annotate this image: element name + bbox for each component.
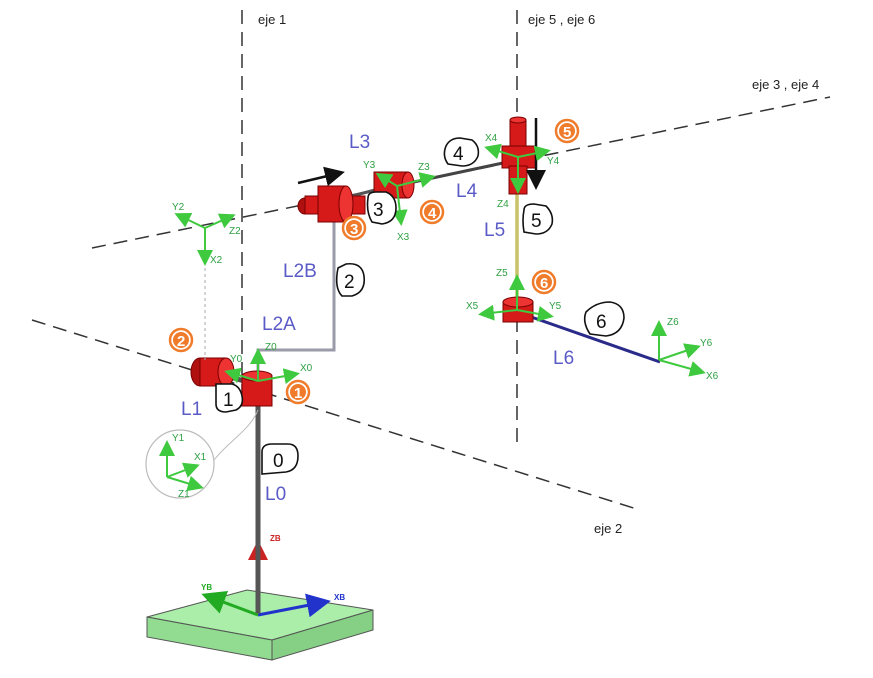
- frame-2: [174, 212, 236, 266]
- frame-4: [484, 143, 551, 194]
- frame-4-y-label: Y4: [547, 156, 560, 167]
- joint-number-5: 5: [563, 124, 571, 141]
- link-label-L0: L0: [265, 484, 286, 505]
- link-number-bubble-5: 5: [522, 203, 554, 235]
- joint-number-badge-2: 2: [168, 327, 194, 353]
- link-label-L3: L3: [349, 132, 370, 153]
- frame-6-z-label: Z6: [667, 317, 679, 328]
- link-number-bubble-2: 2: [335, 262, 366, 297]
- frame-4-x-label: X4: [485, 133, 498, 144]
- rotation-arrow-joint3: [297, 166, 345, 187]
- joint-number-6: 6: [540, 275, 548, 292]
- base-x-label: XB: [334, 593, 345, 602]
- link-label-L6: L6: [553, 348, 574, 369]
- joint-number-4: 4: [428, 205, 437, 222]
- link-label-L5: L5: [484, 220, 505, 241]
- frame-3-y-label: Y3: [363, 160, 376, 171]
- axis-label-eje34: eje 3 , eje 4: [752, 77, 819, 92]
- link-number-bubble-0: 0: [261, 443, 299, 475]
- joint-number-badge-3: 3: [341, 215, 367, 241]
- frame-1: [159, 440, 204, 492]
- link-number-bubble-1: 1: [215, 383, 244, 413]
- link-number-bubble-3: 3: [366, 191, 397, 225]
- axis-line-eje2: [31, 319, 641, 511]
- frame-5-z-label: Z5: [496, 268, 508, 279]
- link-number-1: 1: [223, 390, 234, 411]
- frame-2-y-label: Y2: [172, 202, 185, 213]
- link-number-0: 0: [273, 451, 284, 472]
- frame-3-z-label: Z3: [418, 162, 430, 173]
- link-number-2: 2: [344, 272, 355, 293]
- axis-label-eje1: eje 1: [258, 12, 286, 27]
- frame-5-x-label: X5: [466, 301, 479, 312]
- joint-number-1: 1: [294, 385, 302, 402]
- axis-label-eje56: eje 5 , eje 6: [528, 12, 595, 27]
- joint-number-badge-5: 5: [554, 118, 580, 144]
- link-label-L2A: L2A: [262, 314, 296, 335]
- frame-0-x-label: X0: [300, 363, 313, 374]
- link-number-3: 3: [373, 200, 384, 221]
- frame-2-z-label: Z2: [229, 226, 241, 237]
- link-number-6: 6: [596, 312, 607, 333]
- frame-5-y-label: Y5: [549, 301, 562, 312]
- frame-6-x-label: X6: [706, 371, 719, 382]
- base-y-axis: [201, 591, 259, 617]
- frame-0-y-label: Y0: [230, 354, 243, 365]
- link-number-4: 4: [453, 144, 464, 165]
- frame-1-y-label: Y1: [172, 433, 185, 444]
- joint-number-3: 3: [350, 221, 358, 238]
- frame-6: [651, 320, 706, 377]
- frame-1-x-label: X1: [194, 452, 207, 463]
- base-y-label: YB: [201, 583, 212, 592]
- frame-1-z-label: Z1: [178, 489, 190, 500]
- link-number-5: 5: [531, 211, 542, 232]
- frame-3: [375, 172, 436, 226]
- joint-number-badge-6: 6: [531, 269, 557, 295]
- frame-2-x-label: X2: [210, 255, 223, 266]
- base-x-axis: [257, 593, 331, 618]
- link-label-L2B: L2B: [283, 261, 317, 282]
- link-label-L4: L4: [456, 181, 478, 202]
- frame-0-z-label: Z0: [265, 342, 277, 353]
- joint-number-2: 2: [177, 333, 185, 350]
- axis-label-eje2: eje 2: [594, 521, 622, 536]
- frame-4-z-label: Z4: [497, 199, 509, 210]
- joint-number-badge-1: 1: [285, 379, 311, 405]
- base-z-label: ZB: [270, 534, 281, 543]
- frame-3-x-label: X3: [397, 232, 410, 243]
- link-number-bubble-6: 6: [583, 301, 625, 337]
- frame-1-inset: [145, 429, 215, 499]
- joint-number-badge-4: 4: [419, 199, 445, 225]
- joint-2-cylinder: [190, 357, 235, 387]
- link-number-bubble-4: 4: [443, 137, 480, 167]
- frame-6-y-label: Y6: [700, 338, 713, 349]
- frame-0: [224, 348, 300, 385]
- frame-1-leader: [213, 409, 259, 461]
- frame-5: [478, 274, 554, 322]
- link-label-L1: L1: [181, 399, 202, 420]
